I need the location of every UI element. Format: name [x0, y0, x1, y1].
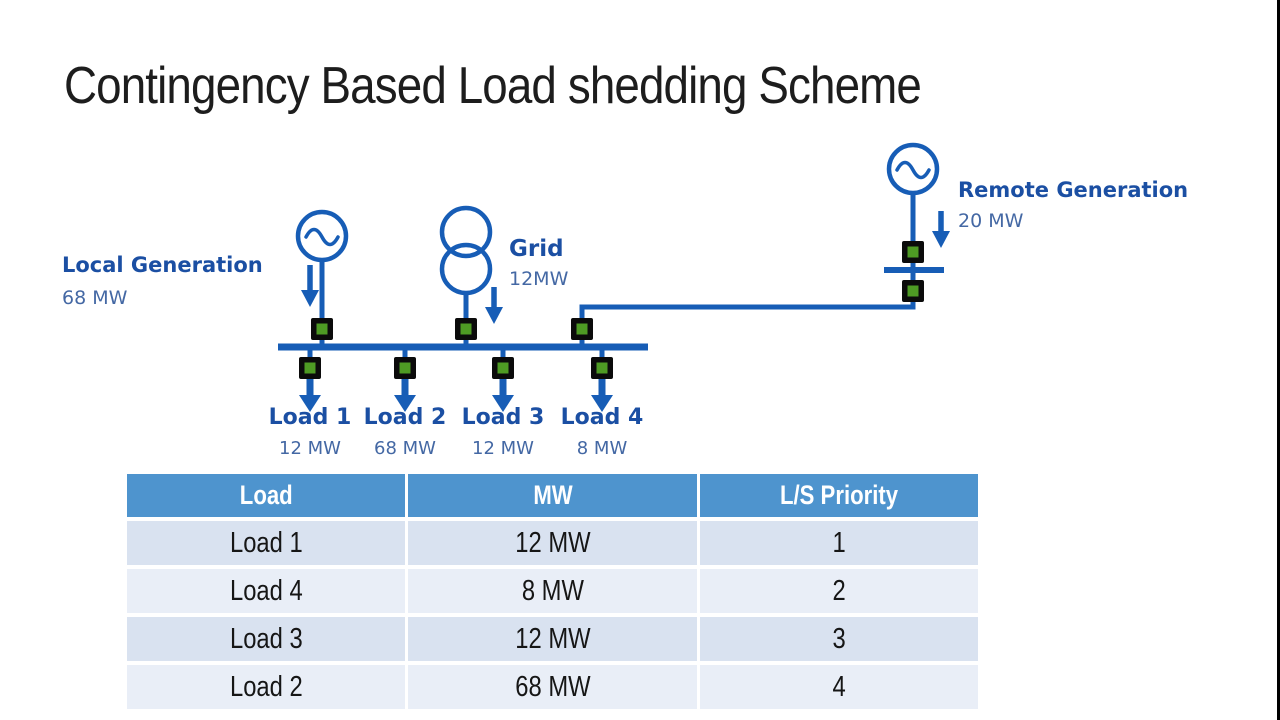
load2-arrow-icon — [394, 379, 416, 412]
cell-load: Load 3 — [127, 617, 405, 661]
load4-arrow-icon — [591, 379, 613, 412]
breaker-remote-top-icon[interactable] — [902, 241, 924, 263]
local-generator-icon — [295, 209, 349, 263]
table-row: Load 1 12 MW 1 — [127, 521, 978, 565]
load2-label: Load 2 — [363, 405, 447, 430]
power-one-line-diagram — [278, 142, 950, 412]
remote-generation-value: 20 MW — [958, 210, 1024, 232]
table-row: Load 4 8 MW 2 — [127, 569, 978, 613]
grid-flow-arrow-icon — [485, 287, 503, 324]
breaker-load3-icon[interactable] — [492, 357, 514, 379]
load3-label: Load 3 — [461, 405, 545, 430]
breaker-load2-icon[interactable] — [394, 357, 416, 379]
cell-priority: 2 — [700, 569, 978, 613]
breaker-load4-icon[interactable] — [591, 357, 613, 379]
cell-mw: 12 MW — [408, 521, 697, 565]
breaker-remote-bottom-icon[interactable] — [902, 280, 924, 302]
circuit-breakers — [299, 241, 924, 379]
load1-arrow-icon — [299, 379, 321, 412]
table-row: Load 2 68 MW 4 — [127, 665, 978, 709]
remote-flow-arrow-icon — [932, 211, 950, 248]
header-load: Load — [127, 474, 405, 517]
load4-value: 8 MW — [576, 438, 628, 459]
table-row: Load 3 12 MW 3 — [127, 617, 978, 661]
cell-mw: 68 MW — [408, 665, 697, 709]
load4-label: Load 4 — [560, 405, 644, 430]
breaker-load1-icon[interactable] — [299, 357, 321, 379]
load2-value: 68 MW — [374, 438, 436, 459]
cell-load: Load 4 — [127, 569, 405, 613]
load-shedding-priority-table: Load MW L/S Priority Load 1 12 MW 1 Load… — [127, 474, 978, 713]
breaker-grid-icon[interactable] — [455, 318, 477, 340]
load3-arrow-icon — [492, 379, 514, 412]
remote-generator-icon — [886, 142, 940, 196]
page-title: Contingency Based Load shedding Scheme — [64, 57, 922, 115]
cell-load: Load 1 — [127, 521, 405, 565]
flow-arrows — [299, 211, 950, 412]
cell-load: Load 2 — [127, 665, 405, 709]
cell-priority: 3 — [700, 617, 978, 661]
grid-transformer-icon — [439, 205, 493, 296]
local-generation-value: 68 MW — [62, 287, 128, 309]
local-flow-arrow-icon — [301, 265, 319, 307]
grid-value: 12MW — [509, 268, 569, 290]
load1-value: 12 MW — [279, 438, 341, 459]
breaker-tie-icon[interactable] — [571, 318, 593, 340]
cell-mw: 12 MW — [408, 617, 697, 661]
breaker-local-icon[interactable] — [311, 318, 333, 340]
table-header-row: Load MW L/S Priority — [127, 474, 978, 517]
feeder-lines — [307, 193, 916, 380]
cell-priority: 4 — [700, 665, 978, 709]
video-edge-bar — [1277, 0, 1280, 720]
load1-label: Load 1 — [268, 405, 352, 430]
cell-priority: 1 — [700, 521, 978, 565]
grid-label: Grid — [509, 236, 564, 262]
header-mw: MW — [408, 474, 697, 517]
load3-value: 12 MW — [472, 438, 534, 459]
cell-mw: 8 MW — [408, 569, 697, 613]
header-ls-priority: L/S Priority — [700, 474, 978, 517]
local-generation-label: Local Generation — [62, 253, 263, 277]
remote-tie-line — [579, 193, 916, 347]
remote-generation-label: Remote Generation — [958, 178, 1189, 202]
